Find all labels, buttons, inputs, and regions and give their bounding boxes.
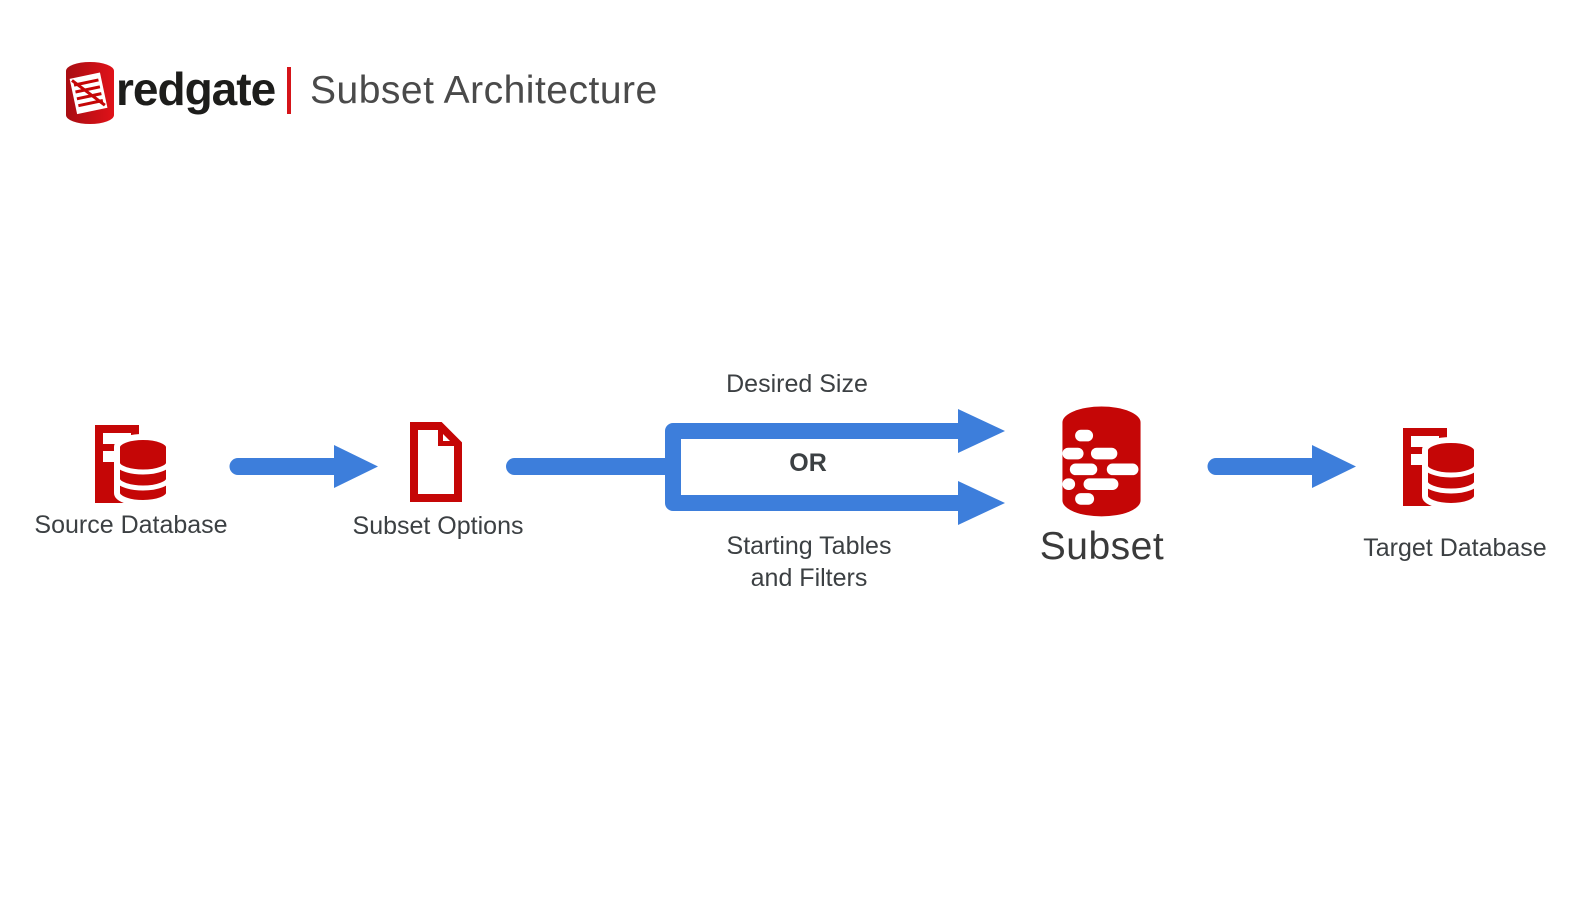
fork-or-arrows	[665, 409, 1005, 525]
source-database-label: Source Database	[34, 511, 228, 539]
flow-arrow-source-to-options	[229, 445, 378, 488]
redgate-logo-icon	[66, 62, 114, 124]
flow-arrow-subset-to-target	[1207, 445, 1356, 488]
target-database-label: Target Database	[1363, 534, 1547, 562]
desired-size-label: Desired Size	[726, 370, 868, 398]
header-separator	[287, 67, 291, 114]
starting-tables-label: Starting Tables and Filters	[659, 530, 959, 594]
subset-label: Subset	[1039, 525, 1165, 568]
connector-options-to-fork	[506, 458, 681, 475]
subset-icon	[1062, 406, 1141, 517]
or-label: OR	[789, 449, 827, 477]
starting-tables-line2: and Filters	[750, 564, 868, 592]
target-database-icon	[1403, 428, 1477, 506]
starting-tables-line1: Starting Tables	[726, 532, 892, 560]
page-title: Subset Architecture	[310, 69, 658, 112]
subset-options-icon	[410, 422, 462, 502]
brand-name: redgate	[116, 63, 276, 115]
subset-options-label: Subset Options	[352, 512, 524, 540]
source-database-icon	[95, 425, 169, 503]
